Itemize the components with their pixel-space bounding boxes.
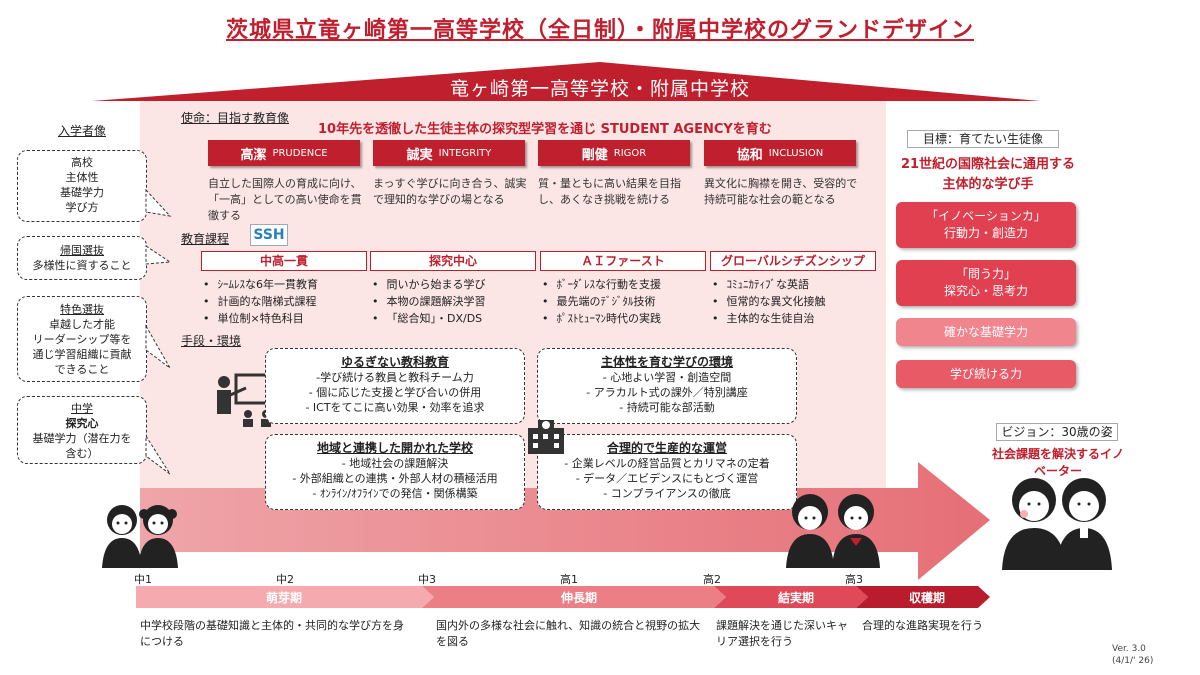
vision-text: 社会課題を解決するイノベーター <box>991 447 1124 478</box>
curriculum-col-2-list: 問いから始まる学び 本物の課題解決学習 「総合知」・DX/DS <box>372 276 538 327</box>
goal-text: 21世紀の国際社会に通用する主体的な学び手 <box>900 157 1076 192</box>
means-box-open-school: 地域と連携した開かれた学校 - 地域社会の課題解決 - 外部組織との連携・外部人… <box>265 434 525 510</box>
value-desc-inclusion: 異文化に胸襟を開き、受容的で持続可能な社会の範となる <box>704 177 858 206</box>
goal-lifelong-learning: 学び続ける力 <box>896 360 1076 388</box>
roof-label: 竜ヶ崎第一高等学校・附属中学校 <box>449 78 750 100</box>
teacher-icon <box>217 373 276 427</box>
stage-harvest: 収穫期 <box>908 590 945 605</box>
mission-heading: 使命：目指す教育像 <box>181 111 290 125</box>
means-box-subject-education: ゆるぎない教科教育 -学び続ける教員と教科チーム力 - 個に応じた支援と学び合い… <box>265 348 525 424</box>
stage-sprout: 萌芽期 <box>265 590 302 605</box>
stage-fruition: 結実期 <box>777 590 814 605</box>
curriculum-col-1-list: ｼｰﾑﾚｽな6年一貫教育 計画的な階梯式課程 単位制×特色科目 <box>203 276 369 327</box>
stage-growth: 伸長期 <box>560 590 597 605</box>
list-item: 単位制×特色科目 <box>203 310 369 327</box>
tick-j2: 中2 <box>276 573 294 586</box>
tick-h1: 高1 <box>560 573 578 586</box>
means-box-learning-environment: 主体性を育む学びの環境 - 心地よい学習・創造空間 - アラカルト式の課外／特別… <box>537 348 797 424</box>
page-title: 茨城県立竜ヶ崎第一高等学校（全日制）・附属中学校のグランドデザイン <box>225 18 974 43</box>
list-item: 恒常的な異文化接触 <box>712 293 878 310</box>
tick-h2: 高2 <box>703 573 721 586</box>
entrants-heading: 入学者像 <box>58 124 107 138</box>
entrant-box-junior-high: 中学探究心基礎学力（潜在力を含む） <box>17 396 147 464</box>
curriculum-col-3-list: ﾎﾞｰﾀﾞﾚｽな行動を支援 最先端のﾃﾞｼﾞﾀﾙ技術 ﾎﾟｽﾄﾋｭｰﾏﾝ時代の実… <box>542 276 708 327</box>
list-item: 最先端のﾃﾞｼﾞﾀﾙ技術 <box>542 293 708 310</box>
version-label: Ver. 3.0(4/1/' 26) <box>1112 644 1154 666</box>
list-item: ｺﾐｭﾆｶﾃｨﾌﾞな英語 <box>712 276 878 293</box>
school-building-icon <box>528 420 564 454</box>
stage-desc-sprout: 中学校段階の基礎知識と主体的・共同的な学び方を身につける <box>140 619 404 648</box>
tick-j3: 中3 <box>418 573 436 586</box>
list-item: ﾎﾞｰﾀﾞﾚｽな行動を支援 <box>542 276 708 293</box>
list-item: ｼｰﾑﾚｽな6年一貫教育 <box>203 276 369 293</box>
stage-bar <box>136 586 990 608</box>
entrant-box-returnee: 帰国選抜多様性に資すること <box>17 236 147 280</box>
curriculum-col-4-title: グローバルシチズンシップ <box>710 251 876 271</box>
curriculum-col-1-title: 中高一貫 <box>201 251 367 271</box>
means-heading: 手段・環境 <box>181 334 242 348</box>
means-box-operation: 合理的で生産的な運営 - 企業レベルの経営品質とカリマネの定着 - データ／エビ… <box>537 434 797 510</box>
ssh-logo: SSH <box>250 224 288 246</box>
list-item: 主体的な生徒自治 <box>712 310 878 327</box>
tick-j1: 中1 <box>134 573 152 586</box>
adults-icon <box>1002 478 1112 570</box>
goal-innovation: 「イノベーションカ」行動力・創造力 <box>896 202 1076 248</box>
entrant-box-special: 特色選抜卓越した才能リーダーシップ等を通じ学習組織に貢献できること <box>17 296 147 382</box>
goal-heading: 目標：育てたい生徒像 <box>907 130 1059 148</box>
entrant-box-high-school: 高校主体性基礎学力学び方 <box>17 150 147 222</box>
curriculum-col-3-title: ＡＩファースト <box>540 251 706 271</box>
list-item: 計画的な階梯式課程 <box>203 293 369 310</box>
value-desc-prudence: 自立した国際人の育成に向け、「一高」としての高い使命を貫徹する <box>208 177 362 222</box>
stage-desc-harvest: 合理的な進路実現を行う <box>862 619 983 632</box>
mission-text: 10年先を透徹した生徒主体の探究型学習を通じ STUDENT AGENCYを育む <box>318 122 772 137</box>
vision-heading: ビジョン：30歳の姿 <box>996 423 1118 441</box>
list-item: 問いから始まる学び <box>372 276 538 293</box>
curriculum-heading: 教育課程 <box>181 232 230 246</box>
list-item: 「総合知」・DX/DS <box>372 310 538 327</box>
value-desc-integrity: まっすぐ学びに向き合う、誠実で理知的な学びの場となる <box>373 177 527 206</box>
curriculum-col-4-list: ｺﾐｭﾆｶﾃｨﾌﾞな英語 恒常的な異文化接触 主体的な生徒自治 <box>712 276 878 327</box>
tick-h3: 高3 <box>845 573 863 586</box>
stage-desc-growth: 国内外の多様な社会に触れ、知識の統合と視野の拡大を図る <box>436 619 701 648</box>
value-desc-rigor: 質・量ともに高い結果を目指し、あくなき挑戦を続ける <box>538 177 681 206</box>
list-item: 本物の課題解決学習 <box>372 293 538 310</box>
children-icon <box>102 505 178 568</box>
list-item: ﾎﾟｽﾄﾋｭｰﾏﾝ時代の実践 <box>542 310 708 327</box>
entrant-callout-pointers <box>145 188 172 475</box>
students-icon <box>786 494 880 568</box>
stage-desc-fruition: 課題解決を通じた深いキャリア選択を行う <box>716 619 848 648</box>
goal-questioning: 「問う力」探究心・思考力 <box>896 260 1076 306</box>
curriculum-col-2-title: 探究中心 <box>370 251 536 271</box>
goal-basic-skills: 確かな基礎学力 <box>896 318 1076 346</box>
